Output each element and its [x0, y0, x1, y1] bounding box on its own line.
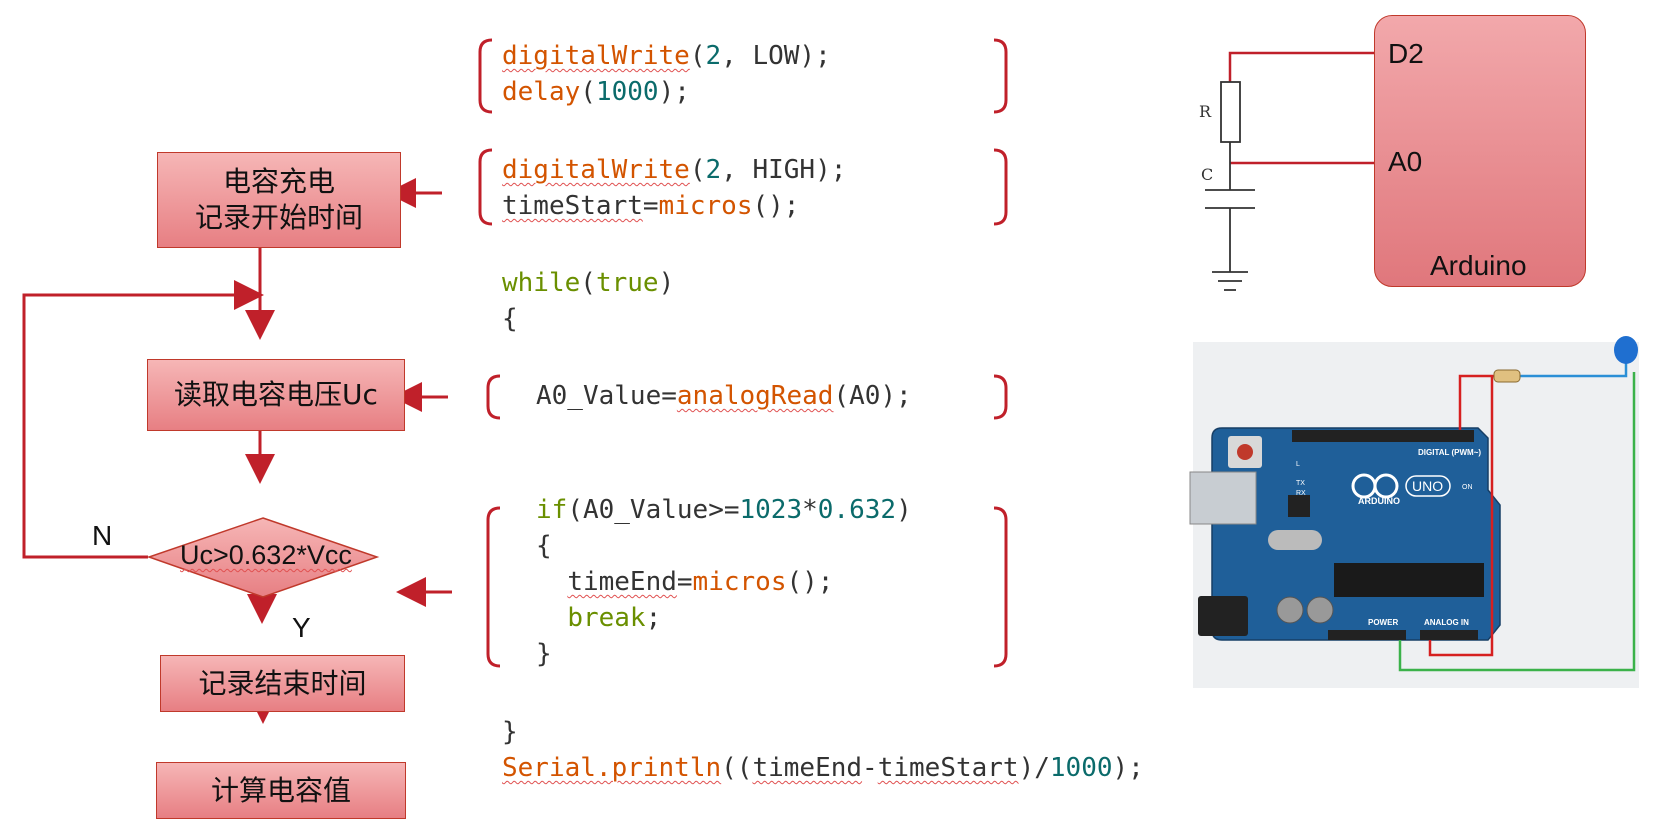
schematic-parts [1205, 81, 1255, 291]
code-token: ; [645, 603, 662, 633]
step-record-end: 记录结束时间 [160, 655, 405, 712]
code-token: digitalWrite [502, 41, 690, 71]
board-led-rx: RX [1296, 490, 1306, 497]
code-token: , HIGH); [721, 155, 847, 185]
schematic-wires [1228, 51, 1374, 165]
code-token: 2 [705, 155, 722, 185]
code-if-block: if(A0_Value>=1023*0.632) { timeEnd=micro… [536, 492, 912, 672]
board-analog-label: ANALOG IN [1424, 618, 1469, 627]
code-token: ( [580, 268, 596, 298]
code-token: while [502, 268, 581, 298]
board-power-label: POWER [1368, 618, 1399, 627]
code-token: (); [786, 567, 834, 597]
board-led-tx: TX [1296, 480, 1305, 487]
code-token: timeEnd [567, 567, 677, 597]
step3-label: 记录结束时间 [198, 666, 367, 700]
loop-back-arrow [22, 280, 264, 559]
board-model-text: UNO [1412, 478, 1444, 494]
code-token: ); [1112, 753, 1144, 783]
code-brackets [478, 38, 1008, 668]
capacitor-label: C [1201, 165, 1214, 184]
code-token: 2 [705, 41, 722, 71]
code-tail: } Serial.println((timeEnd-timeStart)/100… [502, 714, 1144, 786]
code-token: 1023 [739, 495, 803, 525]
code-token: { [502, 304, 518, 334]
step4-label: 计算电容值 [210, 773, 351, 807]
code-token: (A0); [833, 381, 912, 411]
code-token: ( [689, 41, 706, 71]
decision-label: Uc>0.632*Vcc [180, 540, 352, 571]
step-compute-capacitance: 计算电容值 [156, 762, 406, 819]
arduino-block [1374, 15, 1586, 287]
code-while: while(true) { [502, 265, 674, 337]
no-label: N [92, 520, 113, 551]
code-token: digitalWrite [502, 155, 690, 185]
code-token: { [536, 531, 552, 561]
code-token: 1000 [1049, 753, 1113, 783]
board-logo-text: ARDUINO [1358, 496, 1400, 506]
code-token: ) [896, 495, 912, 525]
code-token: Serial.println [502, 753, 722, 783]
code-token: if [536, 495, 568, 525]
code-token: timeEnd [752, 753, 863, 783]
code-token: micros [692, 567, 787, 597]
step1-line1: 电容充电 [222, 165, 335, 198]
code-token: = [676, 567, 693, 597]
code-token: ); [658, 77, 690, 107]
board-photo-panel [1193, 342, 1639, 688]
code-token: delay [502, 77, 581, 107]
code-token: (); [752, 191, 800, 221]
pin-a0-label: A0 [1388, 146, 1423, 177]
code-token: } [502, 717, 518, 747]
code-token: break [567, 603, 646, 633]
code-token: timeStart [502, 191, 643, 221]
board-on-label: ON [1462, 484, 1473, 491]
board-digital-label: DIGITAL (PWM~) [1418, 448, 1482, 457]
code-token: analogRead [676, 381, 834, 411]
code-token: (( [721, 753, 753, 783]
code-token: micros [658, 191, 753, 221]
code-token: ) [658, 268, 675, 298]
resistor-label: R [1199, 102, 1212, 121]
code-block-2: digitalWrite(2, HIGH); timeStart=micros(… [502, 152, 846, 224]
board-led-l: L [1296, 461, 1300, 468]
code-token: true [595, 268, 659, 298]
decision-text: Uc>0.632*Vcc [180, 540, 352, 570]
code-token: } [536, 639, 552, 669]
code-token: 1000 [595, 77, 659, 107]
code-token: (A0_Value>= [567, 495, 740, 525]
code-token: * [802, 495, 818, 525]
code-token: , LOW); [721, 41, 831, 71]
code-token: 0.632 [817, 495, 897, 525]
pin-d2-label: D2 [1388, 38, 1424, 69]
step-charge-record-start: 电容充电 记录开始时间 [157, 152, 401, 248]
code-token: ( [689, 155, 706, 185]
arduino-label: Arduino [1430, 250, 1527, 281]
code-block-1: digitalWrite(2, LOW); delay(1000); [502, 38, 831, 110]
code-token: )/ [1018, 753, 1050, 783]
step2-label: 读取电容电压Uc [174, 378, 378, 411]
code-token: timeStart [877, 753, 1019, 783]
code-token: = [642, 191, 659, 221]
code-token: - [862, 753, 878, 783]
decision-diamond [146, 517, 380, 598]
step1-line2: 记录开始时间 [194, 201, 363, 234]
step-read-voltage: 读取电容电压Uc [147, 359, 405, 431]
code-token: A0_Value= [536, 381, 677, 411]
resistor-symbol [1220, 81, 1241, 143]
yes-label: Y [292, 612, 311, 643]
code-token: ( [580, 77, 596, 107]
code-block-3: A0_Value=analogRead(A0); [536, 378, 912, 414]
